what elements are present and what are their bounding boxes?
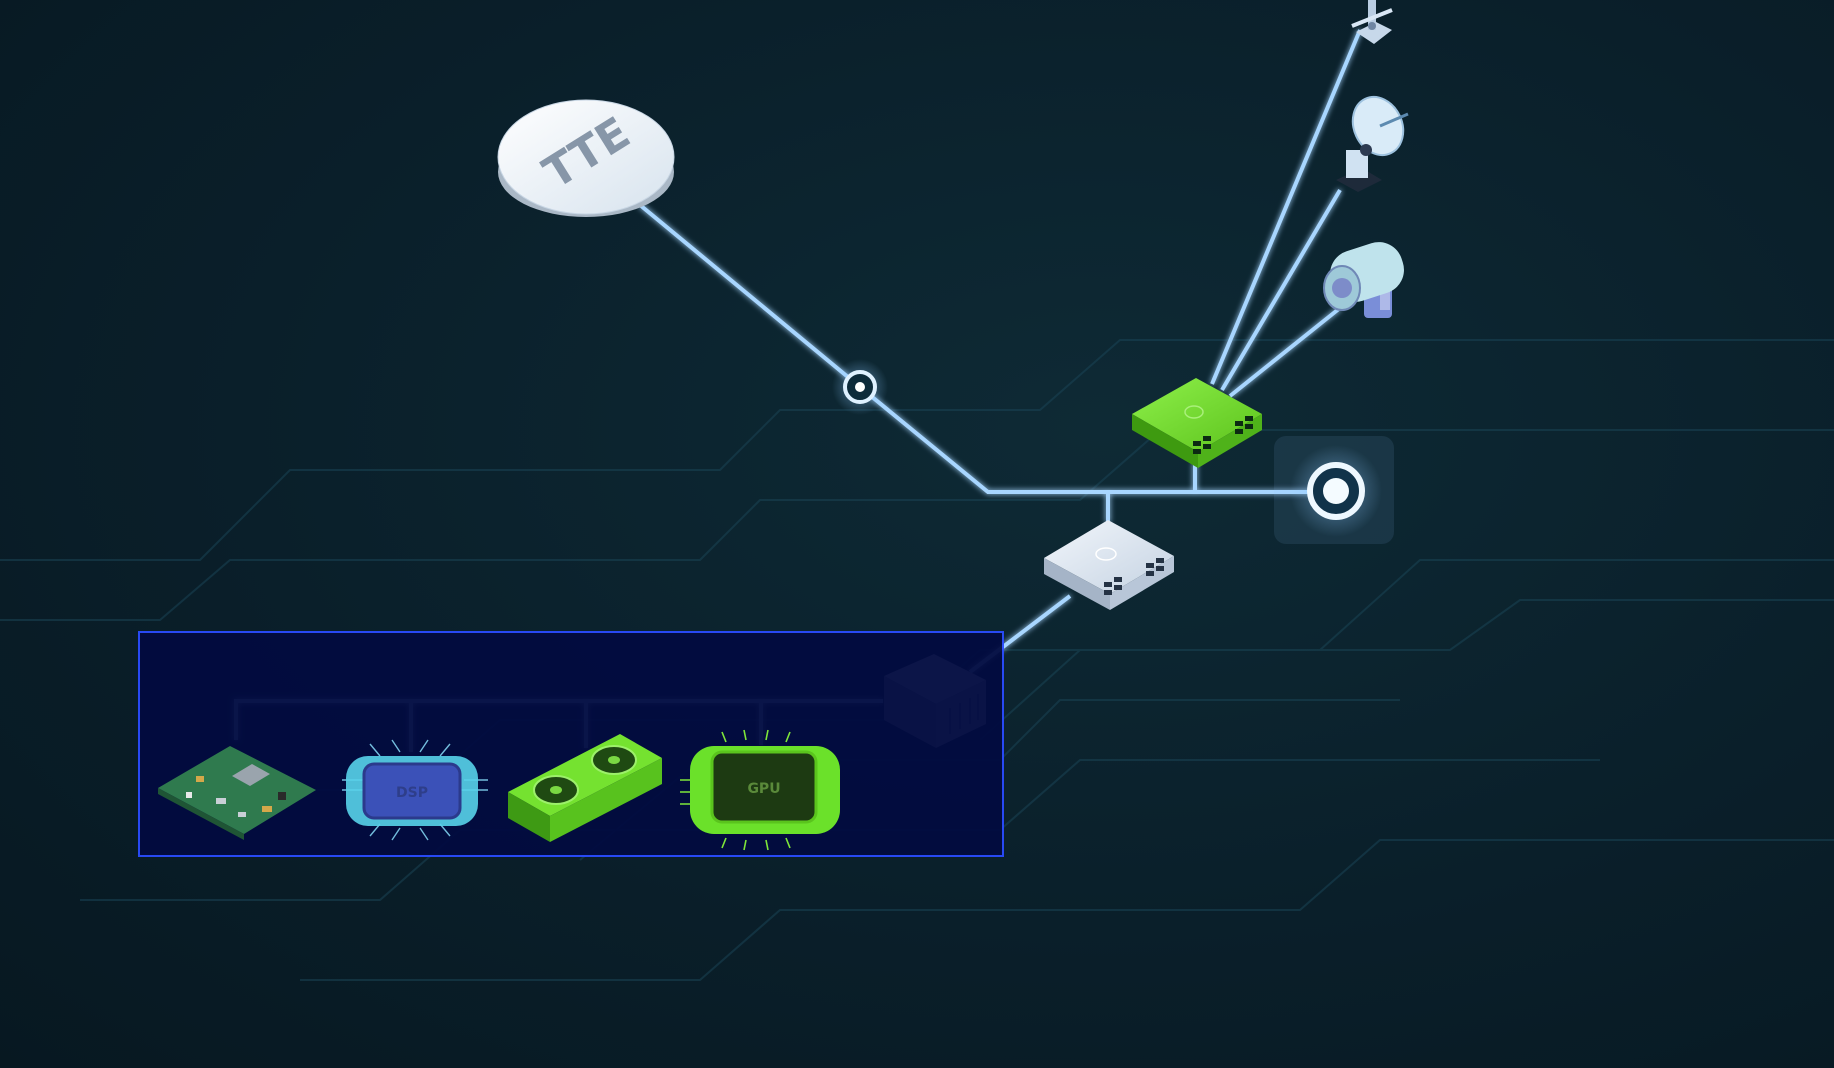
graphics-card[interactable]: [508, 734, 662, 842]
antenna[interactable]: [1351, 0, 1393, 44]
silver-switch[interactable]: [1044, 520, 1174, 610]
port-grid: [1104, 558, 1164, 595]
board-components: [186, 764, 286, 817]
gpu-label: GPU: [747, 781, 780, 797]
fan-icon: [591, 745, 637, 775]
gpu-chip[interactable]: GPU: [680, 729, 840, 851]
tte-disc-node[interactable]: TTE: [497, 99, 675, 217]
port-grid: [1193, 416, 1253, 454]
satellite-dish[interactable]: [1336, 89, 1412, 192]
fan-icon: [533, 775, 579, 805]
circuit-board[interactable]: [158, 746, 316, 840]
junction-node-small[interactable]: [832, 359, 888, 415]
dsp-label: DSP: [396, 785, 428, 801]
junction-node-large[interactable]: [1274, 436, 1394, 544]
green-switch[interactable]: [1132, 378, 1262, 468]
camera[interactable]: [1323, 236, 1410, 318]
dsp-chip[interactable]: DSP: [342, 739, 488, 841]
